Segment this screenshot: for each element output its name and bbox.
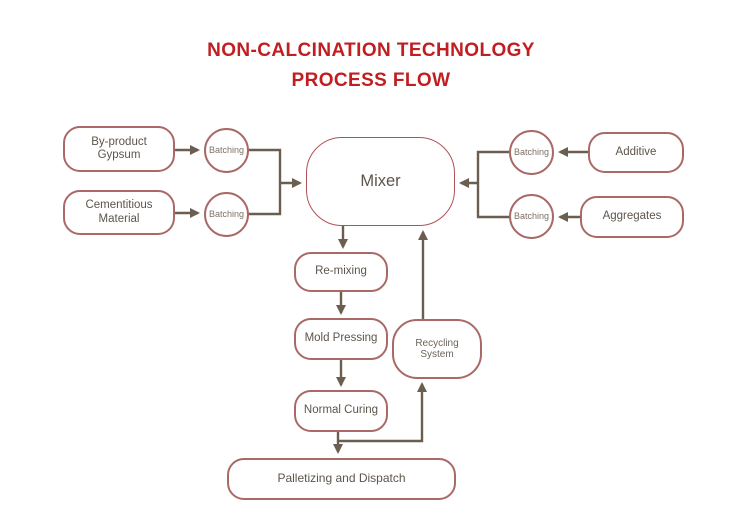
node-recycling-system: Recycling System [392, 319, 482, 379]
page-title-line1: NON-CALCINATION TECHNOLOGY [207, 40, 535, 61]
node-batching-left-bottom: Batching [204, 192, 249, 237]
node-batching-right-bottom: Batching [509, 194, 554, 239]
node-re-mixing: Re-mixing [294, 252, 388, 292]
node-cementitious-material: Cementitious Material [63, 190, 175, 235]
page-title: NON-CALCINATION TECHNOLOGY PROCESS FLOW [0, 36, 742, 96]
node-additive: Additive [588, 132, 684, 173]
node-mold-pressing: Mold Pressing [294, 318, 388, 360]
edge-right-batching-merge [476, 150, 514, 219]
node-batching-right-top: Batching [509, 130, 554, 175]
edge-left-batching-merge [245, 148, 282, 216]
page-title-line2: PROCESS FLOW [291, 70, 451, 91]
node-palletizing-and-dispatch: Palletizing and Dispatch [227, 458, 456, 500]
node-batching-left-top: Batching [204, 128, 249, 173]
node-by-product-gypsum: By-product Gypsum [63, 126, 175, 172]
edge-normalcuring-to-recycling [338, 382, 427, 443]
node-normal-curing: Normal Curing [294, 390, 388, 432]
node-aggregates: Aggregates [580, 196, 684, 238]
node-mixer: Mixer [306, 137, 455, 226]
